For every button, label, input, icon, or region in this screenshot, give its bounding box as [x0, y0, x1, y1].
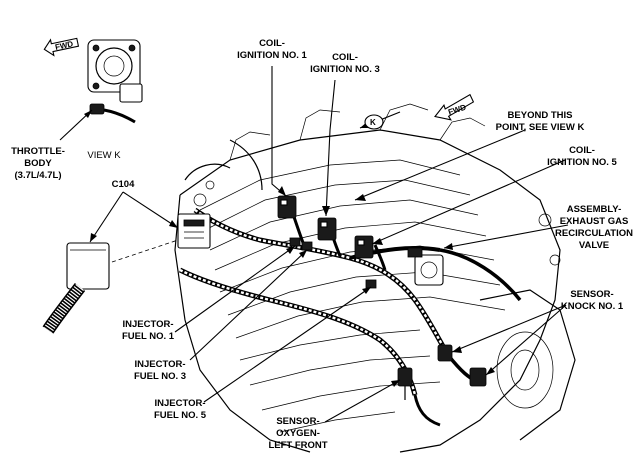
c104-detail [42, 239, 179, 334]
fwd-arrow-icon: FWD [434, 93, 475, 121]
throttle-label-line-1: THROTTLE- [11, 146, 65, 157]
coil-5-label-line-1: COIL- [569, 145, 595, 156]
injector-3-label-line-1: INJECTOR- [134, 359, 185, 370]
coil-3-label-line-1: COIL- [332, 52, 358, 63]
throttle-body [87, 39, 143, 124]
c104-label: C104 [112, 179, 135, 190]
coil-ignition-1 [277, 195, 297, 219]
injector-5-label-line-2: FUEL NO. 5 [154, 410, 207, 421]
view-k-arrow-icon: K [359, 111, 401, 130]
coil-1-label-line-1: COIL- [259, 38, 285, 49]
coil-ignition-5 [354, 235, 374, 259]
egr-label-line-4: VALVE [579, 240, 609, 251]
view-k-label: VIEW K [87, 150, 121, 161]
knock-label-line-2: KNOCK NO. 1 [561, 301, 624, 312]
egr-label-line-1: ASSEMBLY- [567, 204, 622, 215]
c104-connector [177, 213, 211, 249]
wiring-harness [178, 204, 522, 427]
fwd-arrow-icon: FWD [43, 37, 80, 57]
injector-5-label-line-1: INJECTOR- [154, 398, 205, 409]
knock-label-line-1: SENSOR- [570, 289, 613, 300]
throttle-label-line-2: BODY [24, 158, 52, 169]
svg-text:FWD: FWD [447, 103, 467, 117]
svg-text:K: K [370, 118, 376, 127]
callout-labels: COIL- IGNITION NO. 1 COIL- IGNITION NO. … [11, 38, 633, 451]
coil-1-label-line-2: IGNITION NO. 1 [237, 50, 307, 61]
o2-label-line-2: OXYGEN- [276, 428, 320, 439]
engine-illustration [174, 103, 576, 453]
oxygen-sensor [397, 367, 413, 400]
beyond-label-line-2: POINT, SEE VIEW K [496, 122, 585, 133]
throttle-label-line-3: (3.7L/4.7L) [15, 170, 62, 181]
egr-label-line-3: RECIRCULATION [555, 228, 633, 239]
egr-valve [407, 247, 444, 286]
injector-3-label-line-2: FUEL NO. 3 [134, 371, 186, 382]
coil-ignition-3 [317, 217, 337, 241]
beyond-label-line-1: BEYOND THIS [508, 110, 573, 121]
injector-1-label-line-2: FUEL NO. 1 [122, 331, 175, 342]
o2-label-line-3: LEFT FRONT [268, 440, 327, 451]
coil-5-label-line-2: IGNITION NO. 5 [547, 157, 617, 168]
o2-label-line-1: SENSOR- [276, 416, 319, 427]
svg-text:FWD: FWD [54, 39, 74, 52]
injector-1-label-line-1: INJECTOR- [122, 319, 173, 330]
egr-label-line-2: EXHAUST GAS [560, 216, 629, 227]
leader-lines [59, 66, 569, 423]
coil-3-label-line-2: IGNITION NO. 3 [310, 64, 380, 75]
knock-sensor [437, 344, 487, 387]
